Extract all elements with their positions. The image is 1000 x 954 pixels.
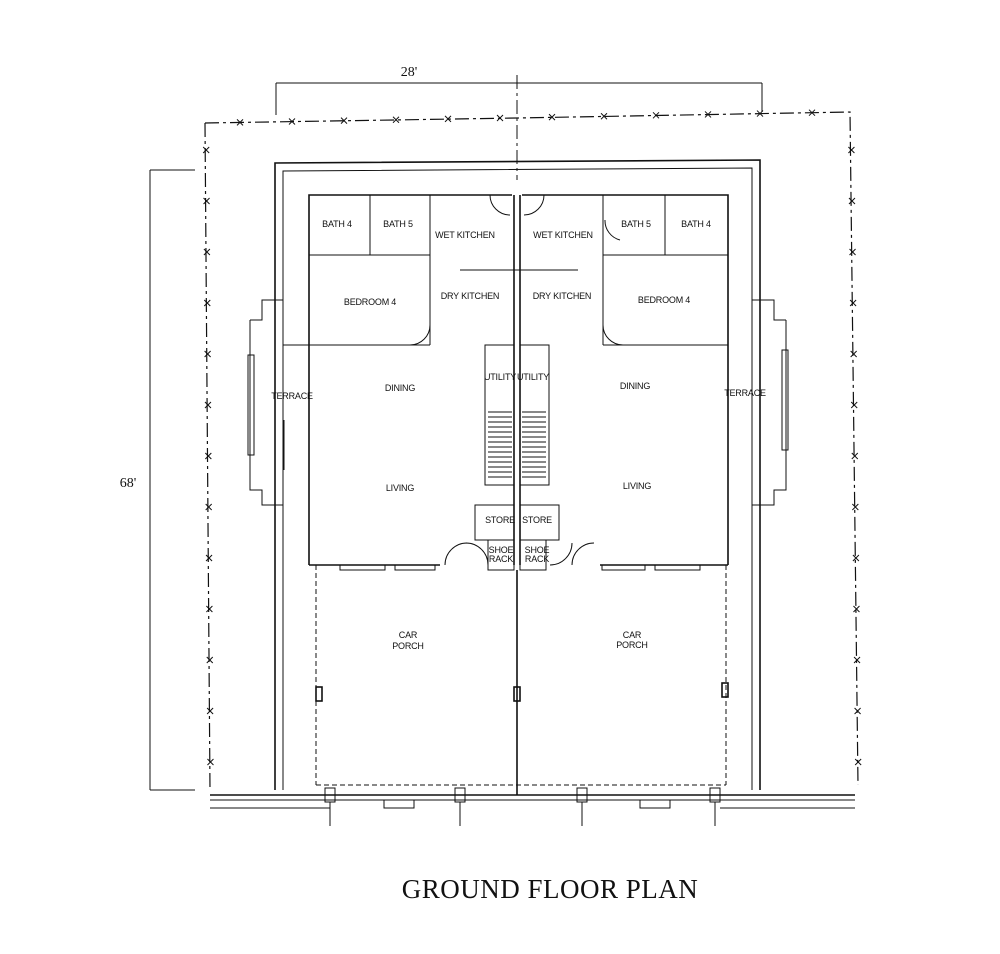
property-boundary (202, 75, 862, 791)
room-label-living-right: LIVING (623, 481, 652, 491)
room-label-dry-kitchen-left: DRY KITCHEN (441, 291, 499, 301)
room-label-rack-left: RACK (489, 554, 513, 564)
room-label-car-right: CAR (623, 630, 642, 640)
room-label-utility-left: UTILITY (484, 372, 516, 382)
room-label-terrace-right: TERRACE (724, 388, 766, 398)
outer-boundary-wall (274, 159, 761, 790)
building-walls (247, 194, 789, 795)
room-label-bedroom-4-right: BEDROOM 4 (638, 295, 690, 305)
room-label-wet-kitchen-right: WET KITCHEN (533, 230, 593, 240)
room-label-store-left: STORE (485, 515, 515, 525)
room-label-living-left: LIVING (386, 483, 415, 493)
room-label-utility-right: UTILITY (517, 372, 549, 382)
room-label-porch-left: PORCH (392, 641, 424, 651)
right-unit-labels: BATH 5 BATH 4 WET KITCHEN DRY KITCHEN BE… (517, 219, 766, 650)
room-label-bath-4-right: BATH 4 (681, 219, 711, 229)
room-label-shoe-right: SHOE (525, 545, 550, 555)
front-gate-wall (210, 787, 855, 826)
depth-label: 68' (120, 476, 137, 491)
left-unit-labels: BATH 4 BATH 5 WET KITCHEN DRY KITCHEN BE… (271, 219, 516, 651)
width-dimension: 28' (275, 65, 763, 115)
room-label-bedroom-4-left: BEDROOM 4 (344, 297, 396, 307)
room-label-bath-5-right: BATH 5 (621, 219, 651, 229)
room-label-porch-right: PORCH (616, 640, 648, 650)
depth-dimension: 68' (120, 169, 195, 791)
room-label-rack-right: RACK (525, 554, 549, 564)
room-label-store-right: STORE (522, 515, 552, 525)
room-label-car-left: CAR (399, 630, 418, 640)
room-label-shoe-left: SHOE (489, 545, 514, 555)
room-label-dry-kitchen-right: DRY KITCHEN (533, 291, 591, 301)
room-label-terrace-left: TERRACE (271, 391, 313, 401)
plan-title: GROUND FLOOR PLAN (402, 874, 699, 904)
room-label-bath-4-left: BATH 4 (322, 219, 352, 229)
room-label-dining-right: DINING (620, 381, 650, 391)
room-label-dining-left: DINING (385, 383, 415, 393)
width-label: 28' (401, 65, 418, 80)
room-label-wet-kitchen-left: WET KITCHEN (435, 230, 495, 240)
room-label-bath-5-left: BATH 5 (383, 219, 413, 229)
